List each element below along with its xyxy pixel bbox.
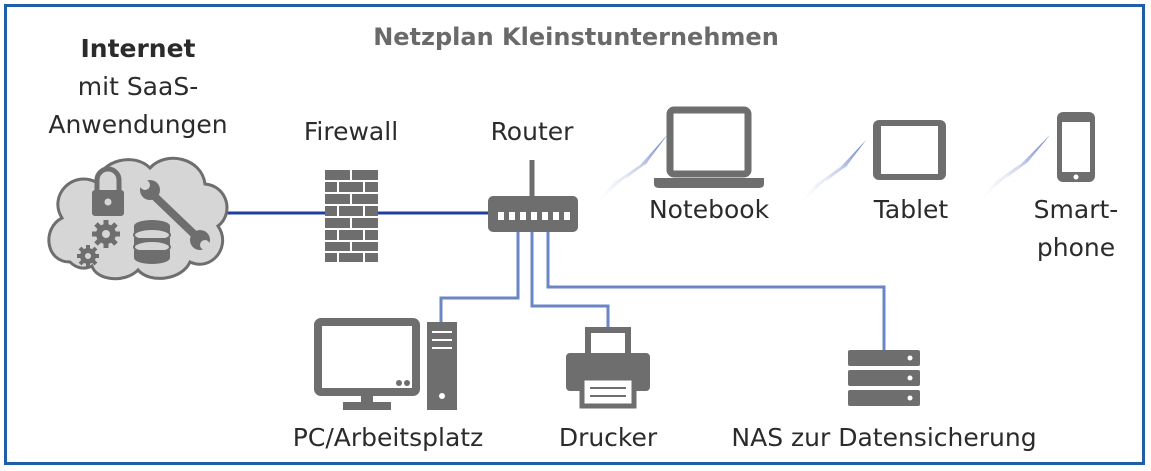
wireless-bolt-notebook <box>592 134 668 208</box>
database-icon <box>133 220 171 264</box>
internet-label: Internet <box>80 34 195 63</box>
firewall-label: Firewall <box>304 117 398 146</box>
tablet-icon <box>873 120 946 180</box>
lock-icon <box>92 166 124 216</box>
router-icon <box>488 160 578 232</box>
notebook-label: Notebook <box>649 195 770 224</box>
gear-icon <box>77 220 120 267</box>
link-router-nas <box>546 232 886 350</box>
notebook-icon <box>654 106 764 188</box>
pc-label: PC/Arbeitsplatz <box>293 423 483 452</box>
connections <box>215 211 886 350</box>
wireless-bolt-smartphone <box>976 135 1050 205</box>
wireless-bolt-tablet <box>796 140 866 208</box>
pc-tower-icon <box>427 322 457 410</box>
router-label: Router <box>491 117 575 146</box>
internet-label-line2: mit SaaS- <box>78 72 198 101</box>
firewall-icon <box>325 170 378 262</box>
nas-label: NAS zur Datensicherung <box>731 423 1036 452</box>
tablet-label: Tablet <box>873 195 949 224</box>
smartphone-label-line2: phone <box>1037 233 1115 262</box>
internet-label-line3: Anwendungen <box>48 110 227 139</box>
printer-label: Drucker <box>559 423 658 452</box>
smartphone-label-line1: Smart- <box>1034 195 1119 224</box>
monitor-icon <box>314 318 420 410</box>
smartphone-icon <box>1057 112 1095 182</box>
link-router-pc <box>439 232 520 322</box>
printer-icon <box>566 327 650 409</box>
diagram-title: Netzplan Kleinstunternehmen <box>373 23 779 51</box>
link-router-printer <box>530 232 610 330</box>
nas-icon <box>848 350 920 406</box>
wrench-icon <box>140 180 210 250</box>
